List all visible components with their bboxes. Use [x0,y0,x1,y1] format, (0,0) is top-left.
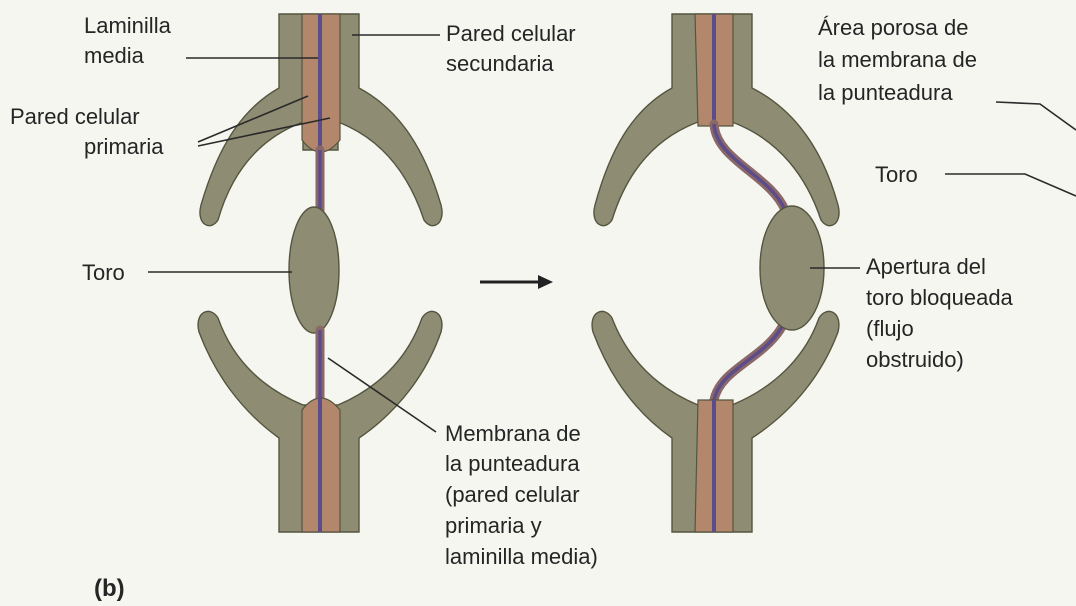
label-pared-secundaria-line2: secundaria [446,51,554,76]
aspirated-pit-diagram [592,14,839,532]
label-laminilla-line2: media [84,43,145,68]
label-apertura-line4: obstruido) [866,347,964,372]
torus-left [289,207,339,333]
label-apertura-line1: Apertura del [866,254,986,279]
label-toro-left: Toro [82,260,125,285]
panel-label: (b) [94,575,125,602]
leader-toro-right [945,174,1076,196]
open-pit-diagram [198,14,442,532]
label-membrana-line3: (pared celular [445,482,580,507]
label-apertura-line3: (flujo [866,316,914,341]
labels: Laminilla media Pared celular secundaria… [10,13,1014,602]
label-pared-primaria-line1: Pared celular [10,104,140,129]
transition-arrow [480,275,553,289]
label-toro-right: Toro [875,162,918,187]
label-pared-secundaria-line1: Pared celular [446,21,576,46]
label-apertura-line2: toro bloqueada [866,285,1014,310]
label-membrana-line1: Membrana de [445,421,581,446]
label-pared-primaria-line2: primaria [84,134,164,159]
label-membrana-line2: la punteadura [445,451,580,476]
label-membrana-line4: primaria y [445,513,542,538]
label-laminilla-line1: Laminilla [84,13,172,38]
label-membrana-line5: laminilla media) [445,544,598,569]
label-area-porosa-line3: la punteadura [818,80,953,105]
label-area-porosa-line2: la membrana de [818,47,977,72]
label-area-porosa-line1: Área porosa de [818,15,968,40]
leader-area-porosa [996,102,1076,130]
